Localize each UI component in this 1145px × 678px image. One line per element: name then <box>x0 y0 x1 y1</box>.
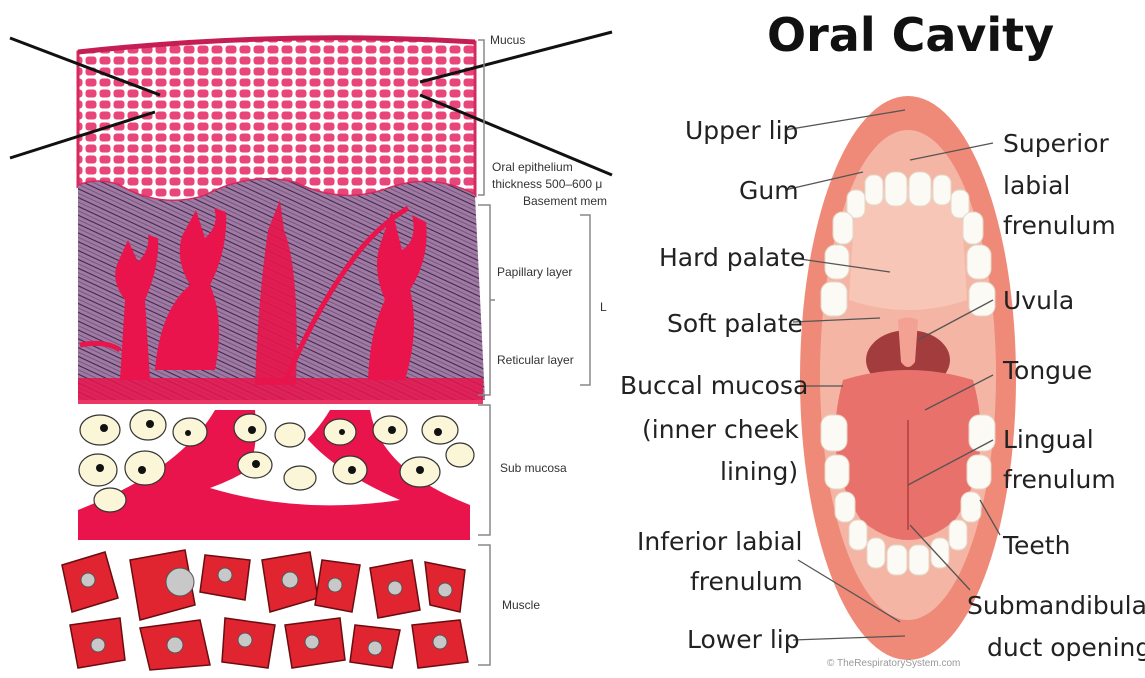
muscle-layer <box>62 550 468 670</box>
inferior-labial-frenulum-label-2: frenulum <box>690 566 803 597</box>
oral-epithelium-label: Oral epithelium <box>492 160 573 175</box>
lamina-propria-label: L <box>600 300 607 315</box>
superior-labial-frenulum-label-1: Superior <box>1003 128 1109 159</box>
oral-mucosa-illustration <box>0 0 615 673</box>
papillary-layer-label: Papillary layer <box>497 265 572 280</box>
oral-mucosa-layers-diagram: Mucus Oral epithelium thickness 500–600 … <box>0 0 615 673</box>
teeth-label: Teeth <box>1003 530 1070 561</box>
gum-label: Gum <box>739 175 799 206</box>
hard-palate-label: Hard palate <box>659 242 805 273</box>
submucosa-layer <box>78 404 485 540</box>
soft-palate-label: Soft palate <box>667 308 803 339</box>
copyright-credit: © TheRespiratorySystem.com <box>827 658 960 669</box>
lamina-propria-layer <box>78 180 485 404</box>
buccal-mucosa-label-2: (inner cheek <box>642 414 799 445</box>
tongue-label: Tongue <box>1003 355 1092 386</box>
superior-labial-frenulum-label-3: frenulum <box>1003 210 1116 241</box>
uvula-label: Uvula <box>1003 285 1074 316</box>
submandibular-duct-label-2: duct opening <box>987 632 1145 663</box>
oral-epithelium-layer <box>78 38 475 201</box>
upper-lip-label: Upper lip <box>685 115 798 146</box>
lingual-frenulum-label-1: Lingual <box>1003 424 1094 455</box>
basement-membrane-label: Basement mem <box>523 194 615 209</box>
muscle-label: Muscle <box>502 598 540 613</box>
lingual-frenulum-label-2: frenulum <box>1003 464 1116 495</box>
lower-lip-label: Lower lip <box>687 624 800 655</box>
thickness-label: thickness 500–600 μ <box>492 177 612 192</box>
superior-labial-frenulum-label-2: labial <box>1003 170 1070 201</box>
buccal-mucosa-label-1: Buccal mucosa <box>620 370 808 401</box>
oral-cavity-diagram: Oral Cavity <box>615 0 1145 673</box>
inferior-labial-frenulum-label-1: Inferior labial <box>637 526 803 557</box>
reticular-layer-label: Reticular layer <box>497 353 574 368</box>
buccal-mucosa-label-3: lining) <box>720 456 798 487</box>
uvula <box>898 318 918 368</box>
mucus-label: Mucus <box>490 33 525 48</box>
hard-palate <box>849 185 967 310</box>
submandibular-duct-label-1: Submandibular <box>967 590 1145 621</box>
submucosa-label: Sub mucosa <box>500 461 567 476</box>
